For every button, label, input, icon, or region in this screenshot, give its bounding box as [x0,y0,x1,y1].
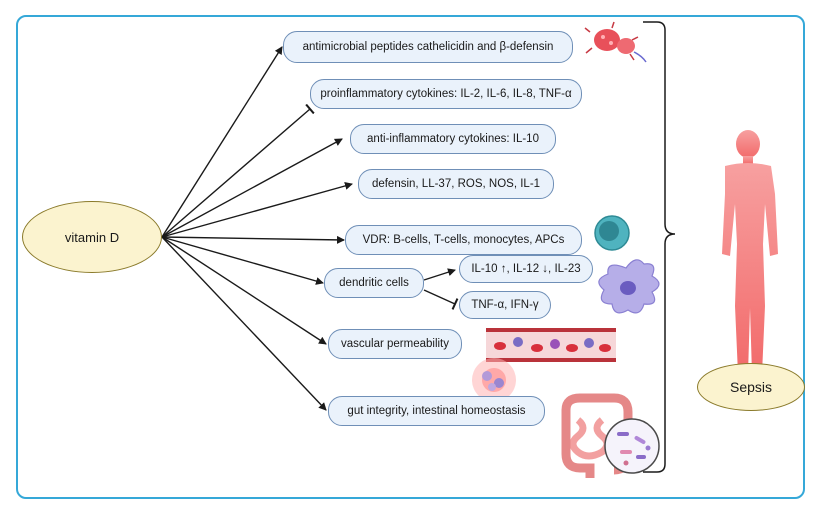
inhibit-tnf [423,289,459,310]
blood-vessel-icon [486,328,616,362]
effect-gut-label: gut integrity, intestinal homeostasis [347,405,526,417]
arrow-to-gut [161,236,327,411]
effect-vdr-label: VDR: B-cells, T-cells, monocytes, APCs [362,234,565,246]
effect-defensin: defensin, LL-37, ROS, NOS, IL-1 [358,169,554,199]
arrow-to-vdr [161,235,345,244]
brace-icon [643,21,676,473]
effect-defensin-label: defensin, LL-37, ROS, NOS, IL-1 [371,178,541,190]
effect-proinflammatory: proinflammatory cytokines: IL-2, IL-6, I… [310,79,582,109]
effect-dendritic-label: dendritic cells [339,277,409,289]
effect-antiinflammatory: anti-inflammatory cytokines: IL-10 [350,124,556,154]
effect-il10: IL-10 ↑, IL-12 ↓, IL-23 [459,255,593,283]
effect-vdr: VDR: B-cells, T-cells, monocytes, APCs [345,225,582,255]
effect-vascular: vascular permeability [328,329,462,359]
effect-dendritic: dendritic cells [324,268,424,298]
human-body-icon [722,130,778,374]
effect-gut: gut integrity, intestinal homeostasis [328,396,545,426]
arrow-to-antiinflammatory [161,138,343,238]
inflamed-cells-icon [472,358,516,402]
arrow-to-il10 [423,268,456,281]
effect-amp: antimicrobial peptides cathelicidin and … [283,31,573,63]
effect-antiinflammatory-label: anti-inflammatory cytokines: IL-10 [367,133,539,145]
effect-tnf-label: TNF-α, IFN-γ [471,299,539,311]
vitamin-d-node: vitamin D [22,201,162,273]
inhibit-proinflammatory [161,103,315,238]
arrow-to-dendritic [161,236,324,285]
arrow-to-defensin [161,182,353,238]
dendritic-cell-icon [598,259,660,314]
sepsis-label: Sepsis [729,379,773,395]
arrow-to-vascular [161,236,327,345]
effect-proinflammatory-label: proinflammatory cytokines: IL-2, IL-6, I… [320,88,572,100]
effect-il10-label: IL-10 ↑, IL-12 ↓, IL-23 [471,263,581,275]
vitamin-d-label: vitamin D [64,229,120,245]
microbiome-icon [604,418,660,474]
effect-amp-label: antimicrobial peptides cathelicidin and … [302,41,554,53]
arrow-to-amp [161,46,283,238]
bacterium-icon [584,21,647,63]
effect-vascular-label: vascular permeability [340,338,449,350]
diagram-frame [16,15,805,499]
immune-cell-icon [594,215,630,251]
effect-tnf: TNF-α, IFN-γ [459,291,551,319]
sepsis-node: Sepsis [697,363,805,411]
